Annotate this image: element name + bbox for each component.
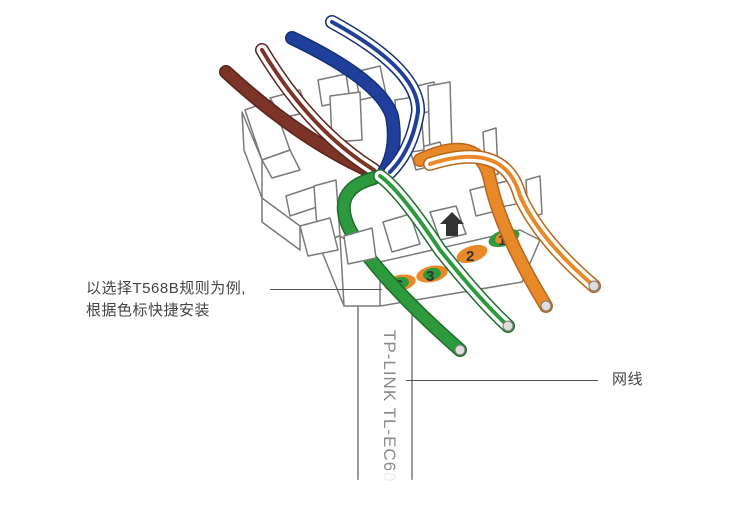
cable-label: 网线 [612, 371, 644, 388]
instruction-leader-line [270, 289, 382, 290]
cable-leader-line [406, 380, 598, 381]
orange-wire-pair [413, 142, 601, 313]
up-arrow-icon [440, 212, 464, 236]
instruction-line-1: 以选择T568B规则为例, [86, 280, 246, 297]
wire-ends [454, 280, 600, 356]
wiring-instruction: 以选择T568B规则为例, 根据色标快捷安装 [86, 278, 246, 322]
keystone-clamps [299, 217, 377, 265]
slot-number-2: 2 [466, 248, 474, 265]
instruction-line-2: 根据色标快捷安装 [86, 302, 211, 319]
brown-wire-pair [219, 43, 381, 179]
slot-2 [456, 244, 488, 264]
slot-number-3: 3 [426, 268, 434, 285]
network-cable: TP-LINK TL-EC60 [357, 300, 413, 483]
slot-number-1: 1 [498, 232, 506, 249]
cable-print-text: TP-LINK TL-EC60 [380, 330, 399, 483]
blue-wire-pair [285, 15, 425, 179]
